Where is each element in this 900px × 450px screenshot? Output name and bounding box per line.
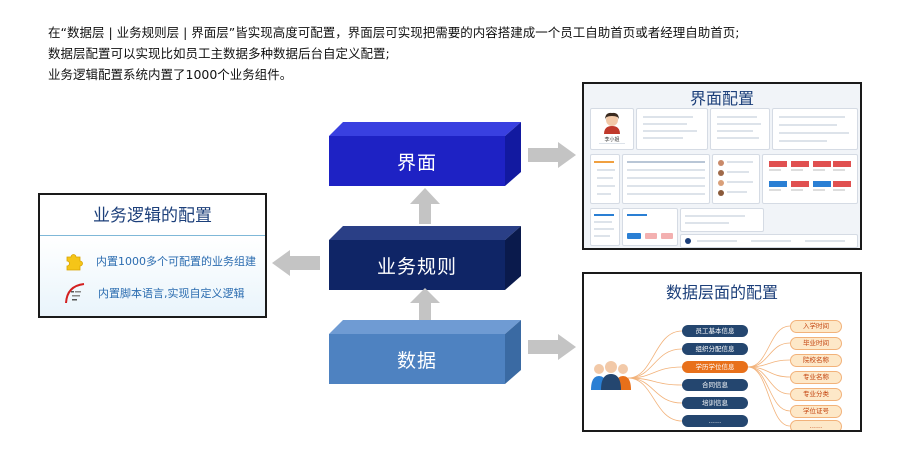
form-submit-button (627, 233, 641, 239)
data-layer-top-face (329, 320, 521, 334)
org-tree-card (590, 154, 620, 204)
data-category-pill: 员工基本信息 (682, 325, 748, 337)
data-category-pill: 合同信息 (682, 379, 748, 391)
rules-layer-label: 业务规则 (329, 240, 505, 290)
data-category-pill-highlighted: 学历学位信息 (682, 361, 748, 373)
data-field-pill: 入学时间 (790, 320, 842, 333)
rules-layer-top-face (329, 226, 521, 240)
right-arrow-icon (528, 142, 576, 168)
data-layer-block: 数据 (329, 320, 521, 384)
logic-item-text: 内置脚本语言,实现自定义逻辑 (98, 287, 245, 300)
data-layer-side-face (505, 320, 521, 384)
form-card (622, 208, 678, 246)
avatar (604, 112, 620, 134)
ui-config-panel: 界面配置 李小姐 (582, 82, 862, 250)
info-card (636, 108, 708, 150)
connector-lines (627, 325, 791, 427)
form-cancel-button (645, 233, 657, 239)
data-category-pill: 组织分配信息 (682, 343, 748, 355)
logic-config-panel: 业务逻辑的配置 内置1000多个可配置的业务组建 内置脚本语言,实现自定义逻辑 (38, 193, 267, 318)
ui-layer-label: 界面 (329, 136, 505, 186)
logic-panel-body: 内置1000多个可配置的业务组建 内置脚本语言,实现自定义逻辑 (40, 236, 265, 316)
intro-line-1: 在“数据层 | 业务规则层 | 界面层”皆实现高度可配置，界面层可实现把需要的内… (48, 25, 740, 40)
task-bar-card (680, 234, 858, 248)
intro-line-3: 业务逻辑配置系统内置了1000个业务组件。 (48, 67, 293, 82)
logic-item-script: 内置脚本语言,实现自定义逻辑 (64, 282, 245, 304)
profile-card: 李小姐 (590, 108, 634, 150)
data-layer-label: 数据 (329, 334, 505, 384)
rules-layer-side-face (505, 226, 521, 290)
profile-subtext (599, 143, 625, 144)
ui-layer-top-face (329, 122, 521, 136)
notice-card (772, 108, 858, 150)
ui-layer-block: 界面 (329, 122, 521, 186)
people-group-icon (591, 361, 631, 390)
up-arrow-icon (410, 288, 440, 320)
text-card (680, 208, 764, 232)
data-table-card (622, 154, 710, 204)
script-code-icon (65, 283, 85, 304)
info-card (710, 108, 770, 150)
stats-chart-icon (769, 161, 851, 191)
data-field-pill: 院校名称 (790, 354, 842, 367)
data-category-pill: ...... (682, 415, 748, 427)
form-reset-button (661, 233, 673, 239)
data-field-pill: 专业分类 (790, 388, 842, 401)
data-field-pill: 毕业时间 (790, 337, 842, 350)
data-config-panel: 数据层面的配置 员工基本信息 组织分配信息 学历学位信息 合同信息 培训信息 (582, 272, 862, 432)
puzzle-icon (66, 254, 83, 271)
divider (40, 235, 265, 236)
people-list-card (712, 154, 760, 204)
intro-text: 在“数据层 | 业务规则层 | 界面层”皆实现高度可配置，界面层可实现把需要的内… (48, 22, 739, 85)
intro-line-2: 数据层配置可以实现比如员工主数据多种数据后台自定义配置; (48, 46, 390, 61)
logic-panel-title: 业务逻辑的配置 (93, 206, 212, 226)
right-arrow-icon (528, 334, 576, 360)
task-status-dot (685, 238, 691, 244)
side-menu-card (590, 208, 620, 246)
data-field-pill: 学位证号 (790, 405, 842, 418)
ui-layer-side-face (505, 122, 521, 186)
data-category-pill: 培训信息 (682, 397, 748, 409)
data-field-pill: ...... (790, 420, 842, 430)
data-field-pill: 专业名称 (790, 371, 842, 384)
rules-layer-block: 业务规则 (329, 226, 521, 290)
ui-panel-title: 界面配置 (689, 89, 754, 108)
stats-card (762, 154, 858, 204)
data-panel-title: 数据层面的配置 (665, 283, 778, 302)
left-arrow-icon (272, 250, 320, 276)
up-arrow-icon (410, 188, 440, 224)
avatar (718, 160, 724, 196)
logic-item-components: 内置1000多个可配置的业务组建 (64, 250, 256, 272)
logic-item-text: 内置1000多个可配置的业务组建 (96, 255, 256, 268)
profile-name: 李小姐 (604, 137, 620, 143)
